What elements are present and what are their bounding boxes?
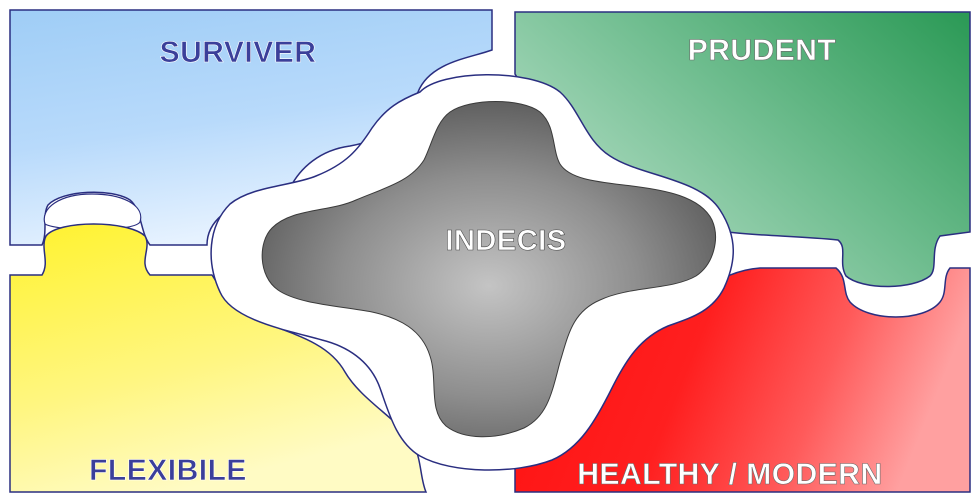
piece-surviver: SURVIVER	[9, 9, 493, 246]
piece-indecis: INDECIS	[261, 101, 716, 438]
piece-flexibile: FLEXIBILE	[9, 223, 428, 493]
piece-healthy-modern: HEALTHY / MODERN	[514, 267, 971, 493]
flexibile-label: FLEXIBILE	[89, 454, 247, 487]
piece-prudent: PRUDENT	[514, 11, 971, 288]
indecis-shape	[261, 101, 716, 438]
indecis-label: INDECIS	[445, 225, 566, 257]
prudent-label: PRUDENT	[688, 34, 837, 67]
surviver-label: SURVIVER	[160, 36, 317, 69]
healthy-modern-label: HEALTHY / MODERN	[577, 458, 882, 491]
